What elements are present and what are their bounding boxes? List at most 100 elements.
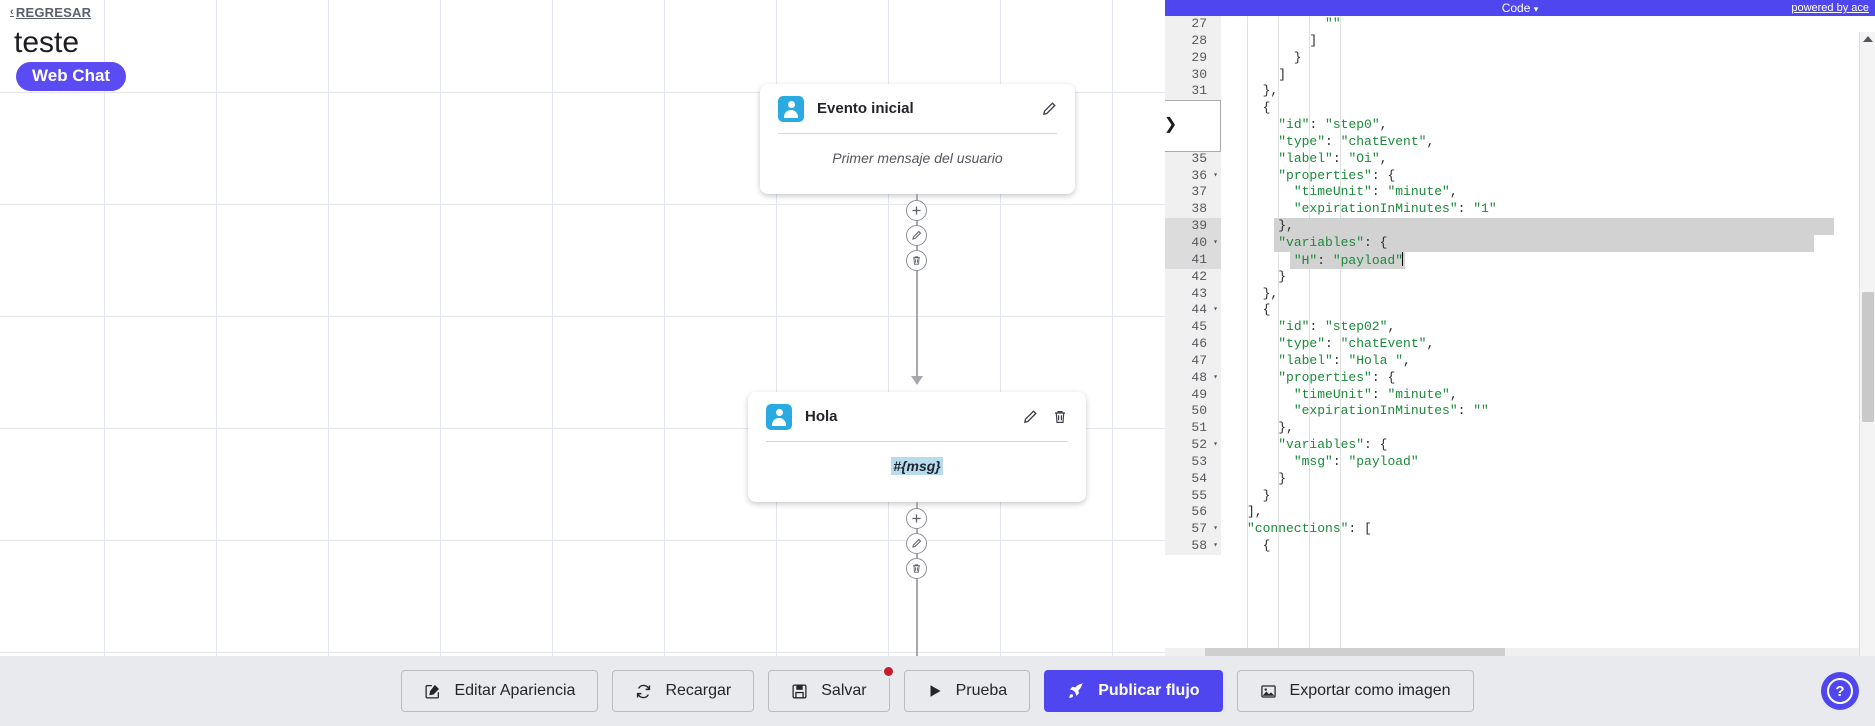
fold-toggle-icon[interactable]: ▾: [1213, 524, 1218, 534]
edit-icon[interactable]: [906, 225, 927, 246]
code-line[interactable]: 49 "timeUnit": "minute",: [1165, 386, 1875, 404]
help-button[interactable]: ?: [1821, 672, 1859, 710]
code-line[interactable]: 31 },: [1165, 83, 1875, 101]
code-line[interactable]: 39 },: [1165, 218, 1875, 235]
fold-toggle-icon[interactable]: ▾: [1213, 170, 1218, 180]
line-number: 27: [1165, 16, 1221, 33]
editar-apariencia-button[interactable]: Editar Apariencia: [401, 670, 599, 712]
fold-toggle-icon[interactable]: ▾: [1213, 440, 1218, 450]
code-line[interactable]: 56],: [1165, 504, 1875, 522]
fold-toggle-icon[interactable]: ▾: [1213, 541, 1218, 551]
fold-toggle-icon[interactable]: ▾: [1213, 372, 1218, 382]
fold-toggle-icon[interactable]: ▾: [1213, 237, 1218, 247]
edit-icon[interactable]: [906, 533, 927, 554]
save-icon: [791, 683, 808, 700]
code-line-text: {: [1247, 538, 1271, 554]
code-line-text: "": [1325, 16, 1341, 31]
vertical-scrollbar-thumb[interactable]: [1862, 292, 1874, 422]
button-label: Editar Apariencia: [454, 682, 576, 699]
code-line-text: {: [1247, 100, 1271, 116]
code-line[interactable]: 44▾ {: [1165, 302, 1875, 320]
code-line[interactable]: 35 "label": "Oi",: [1165, 150, 1875, 168]
code-line[interactable]: 45 "id": "step02",: [1165, 319, 1875, 337]
code-editor-panel[interactable]: Code ▾ powered by ace 27 ""28 ]29 }30 ]3…: [1165, 0, 1875, 656]
code-line-text: "msg": "payload": [1293, 453, 1419, 469]
code-line[interactable]: 28 ]: [1165, 32, 1875, 50]
code-editor-title-group[interactable]: Code ▾: [1165, 0, 1875, 17]
edit-icon[interactable]: [1022, 409, 1038, 425]
delete-icon[interactable]: [1052, 409, 1068, 425]
scroll-up-arrow-icon[interactable]: [1863, 36, 1873, 42]
add-icon[interactable]: [906, 200, 927, 221]
code-line[interactable]: 41 "H": "payload": [1165, 251, 1875, 269]
code-line[interactable]: 50 "expirationInMinutes": "": [1165, 403, 1875, 421]
image-icon: [1260, 683, 1277, 700]
add-icon[interactable]: [906, 508, 927, 529]
horizontal-scrollbar[interactable]: [1165, 648, 1859, 656]
code-line[interactable]: 42 }: [1165, 268, 1875, 286]
flow-node-hola[interactable]: Hola #{msg}: [748, 392, 1086, 502]
delete-icon[interactable]: [906, 558, 927, 579]
code-line[interactable]: 46 "type": "chatEvent",: [1165, 336, 1875, 353]
code-line[interactable]: 52▾ "variables": {: [1165, 437, 1875, 454]
code-line[interactable]: 47 "label": "Hola ",: [1165, 352, 1875, 370]
line-number: 31: [1165, 83, 1221, 101]
code-line-list: 27 ""28 ]29 }30 ]31 },32▾ {33 "id": "ste…: [1165, 16, 1875, 555]
code-line[interactable]: 29 }: [1165, 49, 1875, 67]
line-number: 30: [1165, 66, 1221, 84]
variable-chip[interactable]: #{msg}: [891, 457, 943, 475]
fold-widget-popup[interactable]: ❯: [1165, 100, 1221, 152]
code-line[interactable]: 43 },: [1165, 285, 1875, 303]
code-editor-title: Code: [1501, 1, 1531, 15]
code-line-text: }: [1247, 268, 1287, 284]
code-line[interactable]: 30 ]: [1165, 66, 1875, 84]
publicar-flujo-button[interactable]: Publicar flujo: [1044, 670, 1223, 712]
code-line[interactable]: 38 "expirationInMinutes": "1": [1165, 201, 1875, 219]
code-line-text: "timeUnit": "minute",: [1293, 184, 1458, 200]
code-line[interactable]: 32▾ {: [1165, 100, 1875, 118]
fold-toggle-icon[interactable]: ▾: [1213, 305, 1218, 315]
code-line[interactable]: 55 }: [1165, 487, 1875, 505]
code-line[interactable]: 36▾ "properties": {: [1165, 167, 1875, 185]
salvar-button[interactable]: Salvar: [768, 665, 895, 712]
code-line[interactable]: 48▾ "properties": {: [1165, 369, 1875, 387]
line-number: 28: [1165, 32, 1221, 50]
ace-credit-link[interactable]: powered by ace: [1791, 2, 1869, 14]
button-label: Publicar flujo: [1098, 682, 1200, 699]
recargar-button[interactable]: Recargar: [612, 670, 755, 712]
horizontal-scrollbar-thumb[interactable]: [1205, 648, 1505, 656]
line-number: 51: [1165, 420, 1221, 438]
delete-icon[interactable]: [906, 250, 927, 271]
code-line[interactable]: 33 "id": "step0",: [1165, 117, 1875, 134]
flow-canvas[interactable]: ‹ REGRESAR teste Web Chat Evento inicial…: [0, 0, 1165, 656]
vertical-scrollbar[interactable]: [1859, 32, 1875, 656]
unsaved-changes-badge: [881, 665, 895, 678]
code-line[interactable]: 57▾"connections": [: [1165, 521, 1875, 539]
code-line[interactable]: 34 "type": "chatEvent",: [1165, 133, 1875, 151]
code-line-text: "timeUnit": "minute",: [1293, 386, 1458, 402]
code-line[interactable]: 58▾ {: [1165, 538, 1875, 555]
line-number: 58▾: [1165, 538, 1221, 555]
button-label: Prueba: [955, 682, 1008, 699]
code-line-text: },: [1247, 420, 1294, 436]
line-number: 42: [1165, 268, 1221, 286]
line-number: 54: [1165, 470, 1221, 488]
code-line-text: "type": "chatEvent",: [1278, 133, 1435, 149]
code-text-area[interactable]: 27 ""28 ]29 }30 ]31 },32▾ {33 "id": "ste…: [1165, 16, 1875, 656]
code-line[interactable]: 37 "timeUnit": "minute",: [1165, 184, 1875, 202]
edit-icon[interactable]: [1041, 101, 1057, 117]
exportar-como-imagen-button[interactable]: Exportar como imagen: [1236, 670, 1474, 712]
prueba-button[interactable]: Prueba: [903, 670, 1031, 712]
code-line[interactable]: 27 "": [1165, 16, 1875, 33]
back-link[interactable]: ‹ REGRESAR: [10, 5, 91, 20]
code-line[interactable]: 53 "msg": "payload": [1165, 453, 1875, 471]
code-line[interactable]: 40▾ "variables": {: [1165, 234, 1875, 252]
flow-node-evento-inicial[interactable]: Evento inicial Primer mensaje del usuari…: [760, 84, 1075, 194]
line-number: 53: [1165, 453, 1221, 471]
code-line[interactable]: 54 }: [1165, 470, 1875, 488]
code-line-text: "type": "chatEvent",: [1278, 336, 1435, 352]
question-mark-icon: ?: [1827, 678, 1853, 704]
code-line[interactable]: 51 },: [1165, 420, 1875, 438]
back-link-label: REGRESAR: [15, 5, 92, 20]
